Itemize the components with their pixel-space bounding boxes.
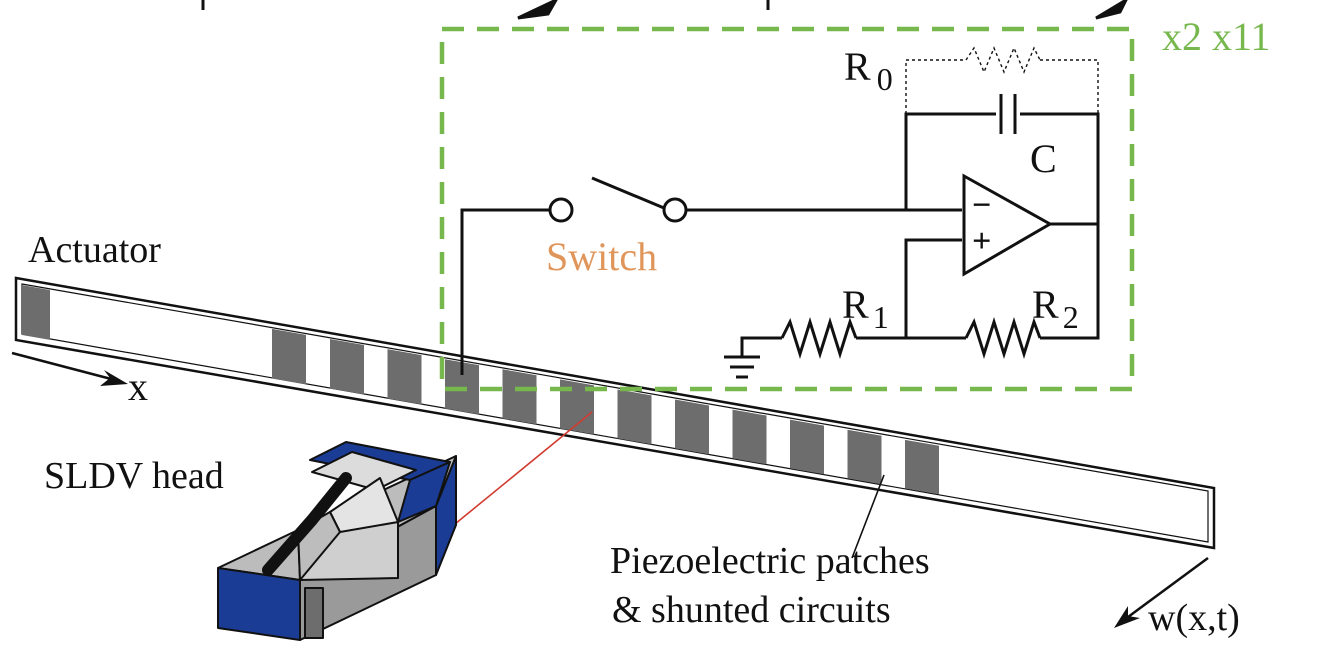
r2-subscript: 2 [1063,299,1079,335]
resistor-r0 [905,46,1099,114]
piezo-patch [22,285,50,340]
patches-label-line2: & shunted circuits [612,589,891,631]
piezo-patch [272,328,306,385]
resistor-r2 [964,316,1042,360]
piezo-patch [905,439,939,495]
piezo-patches [22,285,939,495]
switch-contacts [548,197,688,223]
r1-letter: R [842,282,869,327]
actuator-label: Actuator [28,229,161,271]
sldv-head-device [217,441,457,641]
top-arrow-fragments [201,0,1128,20]
piezo-patch [732,409,767,465]
sldv-head-label: SLDV head [44,455,224,497]
deflection-label: w(x,t) [1148,597,1240,639]
piezo-patch [617,389,652,445]
piezo-patch [847,429,882,485]
deflection-arrow [1114,556,1209,628]
patch-pointer-line [851,474,885,559]
piezo-patch [387,349,422,405]
piezo-patch [330,339,364,395]
piezo-patch [675,399,709,455]
opamp-minus-sign: − [972,187,991,224]
patches-label-line1: Piezoelectric patches [610,540,930,582]
actuator-beam [14,276,1216,550]
opamp-plus-sign: + [972,223,991,260]
capacitor-label: C [1030,136,1057,181]
x-axis-arrow [11,351,128,386]
op-amp [962,173,1054,277]
x-axis-label: x [128,364,148,409]
r1-subscript: 1 [873,299,889,335]
laser-beam [454,411,593,525]
r0-letter: R [844,44,871,89]
ground-icon [724,355,760,379]
multiplier-label: x2 x11 [1162,14,1271,59]
piezo-patch [560,379,594,435]
piezo-patch [502,369,537,425]
r2-letter: R [1032,282,1059,327]
capacitor-c [996,94,1020,134]
circuit-wiring [460,112,1100,375]
r0-subscript: 0 [877,61,893,97]
piezo-patch [790,419,824,475]
switch-label: Switch [546,234,657,279]
resistor-r1 [780,316,858,360]
